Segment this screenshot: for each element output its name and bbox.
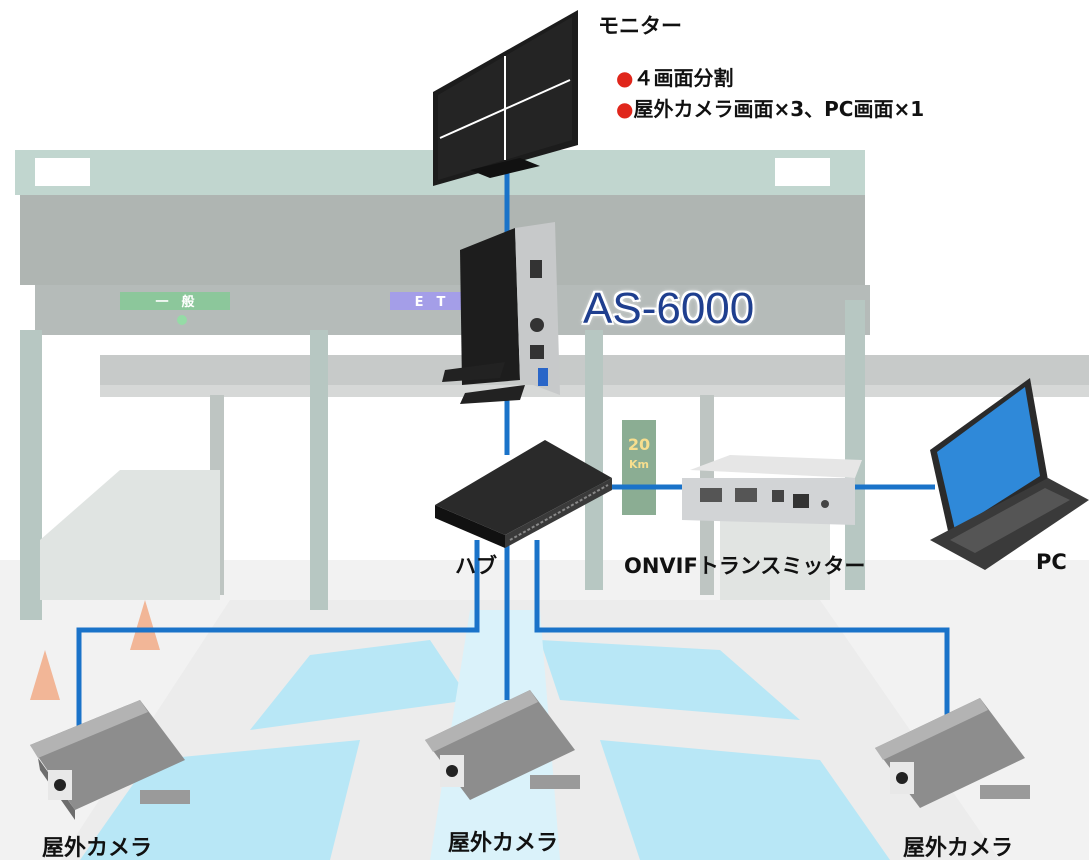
cable-hub-camera-left: [76, 540, 480, 740]
monitor-note-screens: ●屋外カメラ画面×3、PC画面×1: [616, 93, 924, 122]
pc-tower-icon: [442, 222, 560, 404]
camera-label-right: 屋外カメラ: [903, 836, 1014, 861]
security-camera-icon: [30, 700, 190, 820]
monitor-note-split: ●４画面分割: [616, 62, 733, 91]
pc-label: PC: [1036, 550, 1067, 574]
device-name-label: AS-6000: [583, 284, 755, 333]
cable-hub-camera-right: [534, 540, 950, 720]
security-camera-icon: [425, 690, 580, 800]
security-camera-icon: [875, 698, 1030, 808]
monitor-label: モニター: [598, 14, 682, 38]
hub-label: ハブ: [455, 554, 497, 578]
monitor-icon: [433, 10, 578, 186]
bullet-icon: ●: [616, 97, 634, 121]
etc-lane-sign: E T: [415, 295, 446, 310]
network-switch-icon: [435, 440, 612, 548]
speed-limit-unit: Km: [629, 458, 649, 471]
speed-limit-value: 20: [628, 435, 650, 454]
laptop-icon: [930, 378, 1089, 570]
network-cables: [76, 165, 950, 740]
camera-label-left: 屋外カメラ: [42, 836, 153, 861]
general-lane-sign: 一 般: [155, 294, 194, 310]
camera-label-center: 屋外カメラ: [448, 831, 559, 856]
transmitter-label: ONVIFトランスミッター: [624, 554, 866, 578]
bullet-icon: ●: [616, 66, 634, 90]
note-text: ４画面分割: [633, 66, 734, 90]
transmitter-icon: [682, 455, 862, 525]
note-text: 屋外カメラ画面×3、PC画面×1: [633, 97, 925, 121]
